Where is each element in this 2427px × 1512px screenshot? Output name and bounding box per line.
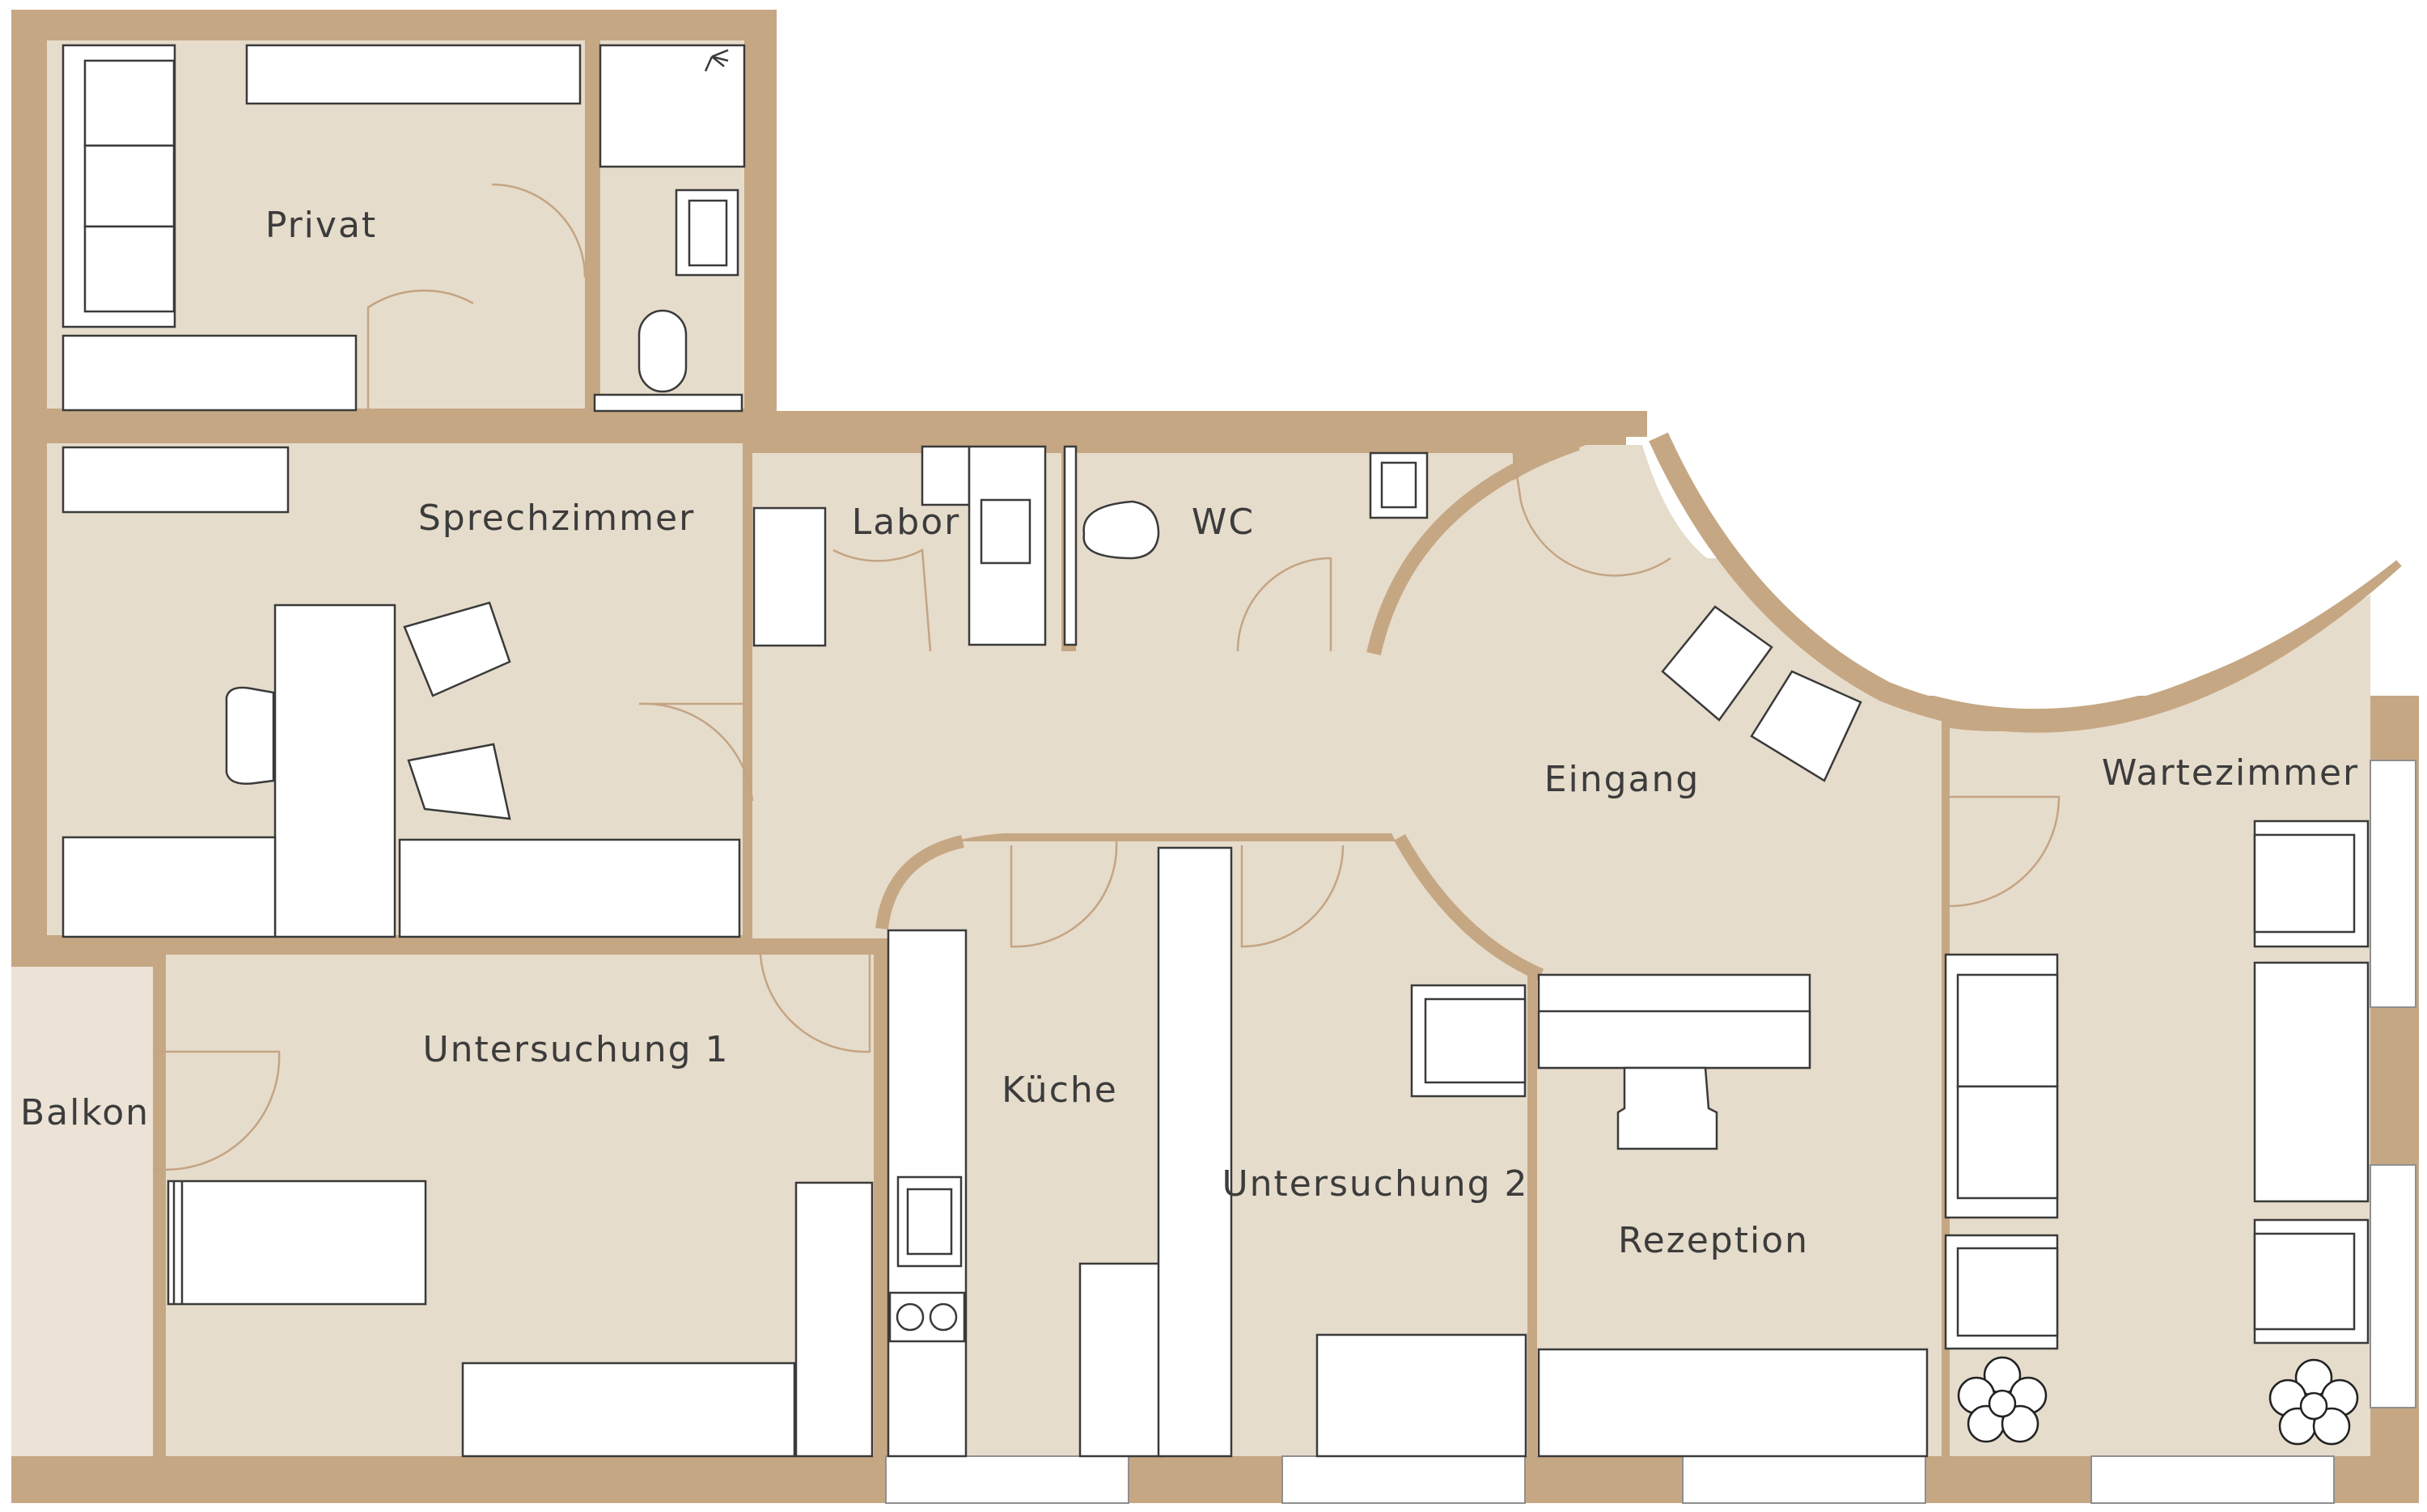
rezeption-furniture [1315,973,1929,1458]
bed-icon [167,1180,427,1306]
shower-icon [599,44,746,168]
plant-icon [2268,1358,2359,1446]
privat-furniture [61,44,746,413]
toilet-icon [637,309,688,393]
chair-icon [1616,1066,1718,1150]
curved-wall [1649,432,2402,733]
curved-wall-kitchen [875,835,964,930]
kueche-furniture [887,846,1233,1458]
chair-icon [407,743,511,820]
sprechzimmer-furniture [61,446,741,938]
curved-wall-rezeption [1394,834,1544,981]
chair-icon [403,601,511,697]
chair-icon [1661,605,1773,722]
toilet-icon [1082,500,1160,560]
room-label-labor: Labor [852,502,960,543]
chair-icon [225,686,275,785]
door-swings [153,183,2061,1171]
labor-wc-furniture [752,445,1429,647]
plant-icon [1957,1356,2048,1443]
exterior-void-top [777,0,1667,409]
room-label-untersuchung1: Untersuchung 1 [422,1029,729,1070]
room-label-eingang: Eingang [1544,759,1701,800]
wartezimmer-furniture [1944,820,2370,1350]
room-label-privat: Privat [265,205,377,246]
room-label-rezeption: Rezeption [1618,1220,1809,1261]
eingang-furniture [1661,605,1862,782]
exterior-void [1667,0,2419,709]
plants [1957,1356,2359,1446]
room-label-kueche: Küche [1002,1069,1118,1111]
room-label-sprechzimmer: Sprechzimmer [418,498,695,539]
room-label-wc: WC [1192,502,1255,543]
room-label-untersuchung2: Untersuchung 2 [1222,1163,1528,1205]
room-labels: Privat Sprechzimmer Labor WC Eingang War… [20,205,2359,1261]
sink-icon [980,498,1031,565]
chair-icon [1750,670,1862,782]
stove-icon [888,1291,966,1343]
room-label-balkon: Balkon [20,1092,150,1133]
room-label-wartezimmer: Wartezimmer [2102,752,2359,794]
curved-wall-inner [1366,436,1580,655]
untersuchung1-furniture [167,1180,874,1458]
windows [885,760,2416,1504]
